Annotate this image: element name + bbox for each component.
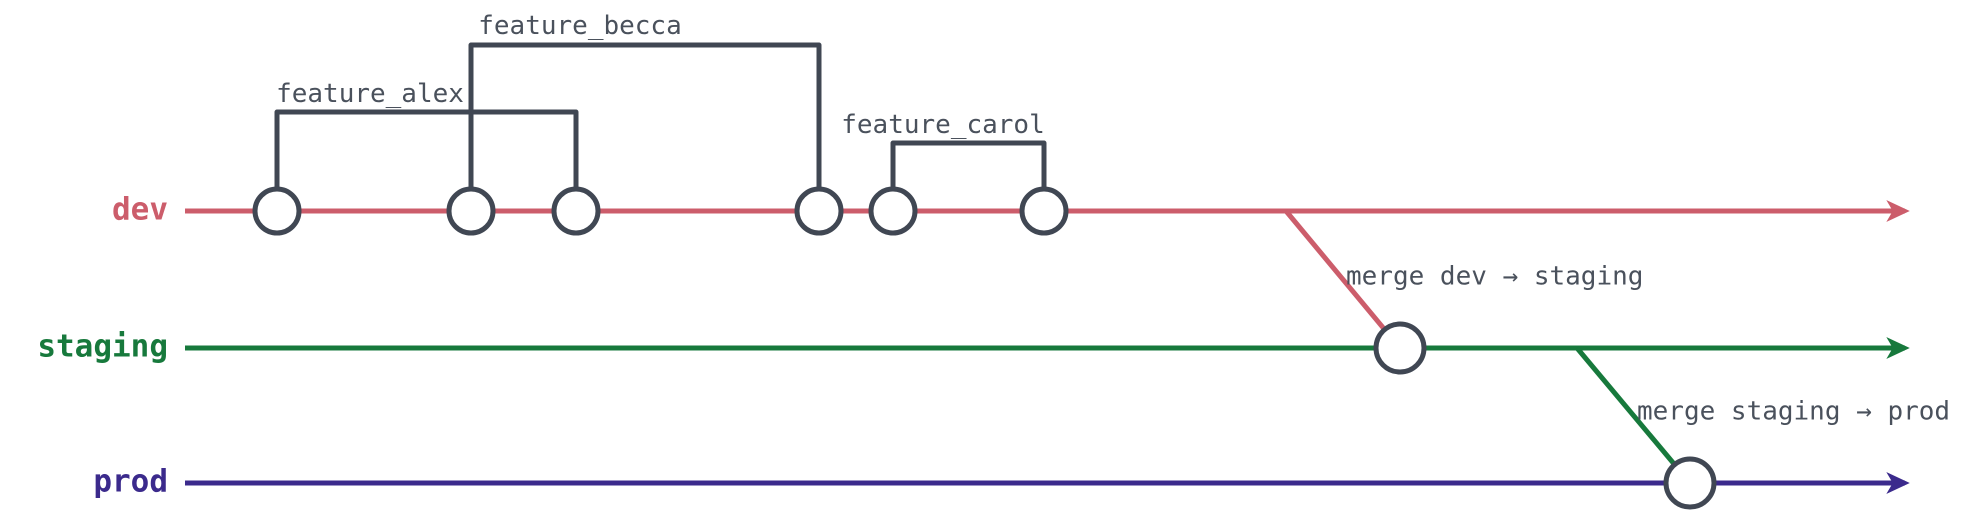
feature-labels-group: feature_alex feature_becca feature_carol [276,11,1045,140]
commit-node-staging-merge[interactable] [1373,321,1427,375]
merge-line-dev-to-staging[interactable] [1284,209,1402,350]
commit-node[interactable] [446,186,496,236]
commit-node[interactable] [794,186,844,236]
branch-label-prod: prod [93,464,168,500]
merge-label-dev-to-staging: merge dev → staging [1346,262,1643,292]
commit-nodes-group [252,186,1717,510]
feature-bracket-becca[interactable] [468,42,822,195]
feature-label-becca: feature_becca [478,11,682,41]
branch-label-staging: staging [37,329,168,365]
branch-labels-group: dev staging prod [37,192,168,500]
commit-node-prod-merge[interactable] [1663,456,1717,510]
feature-label-carol: feature_carol [841,110,1045,140]
branch-label-dev: dev [112,192,168,228]
merge-line-staging-to-prod[interactable] [1575,346,1692,485]
feature-bracket-carol[interactable] [890,140,1047,195]
feature-label-alex: feature_alex [276,79,464,109]
feature-bracket-alex[interactable] [274,109,579,195]
commit-node[interactable] [1019,186,1069,236]
feature-brackets-group [274,42,1047,195]
commit-node[interactable] [551,186,601,236]
merge-label-staging-to-prod: merge staging → prod [1637,397,1950,427]
commit-node[interactable] [868,186,918,236]
commit-node[interactable] [252,186,302,236]
merge-labels-group: merge dev → staging merge staging → prod [1346,262,1950,427]
merge-lines-group [1284,209,1692,485]
branch-lines-group [185,200,1910,494]
